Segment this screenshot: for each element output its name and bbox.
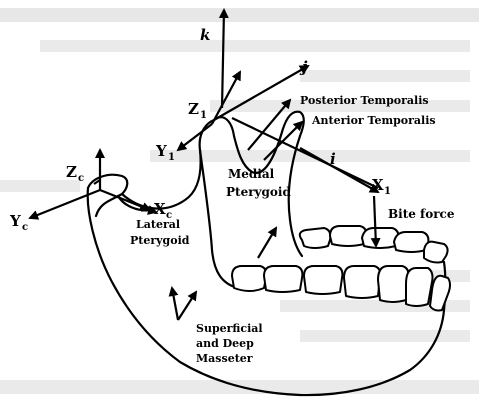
teeth <box>232 226 450 311</box>
label-k: k <box>200 26 210 44</box>
label-masseter-1: Superficial <box>196 322 263 335</box>
medial-pterygoid-arrow <box>258 228 276 258</box>
label-lateral-pterygoid-1: Lateral <box>136 218 180 231</box>
coronoid-process <box>214 112 304 173</box>
label-yc-sub: c <box>22 222 28 233</box>
label-zc: Z <box>66 163 77 181</box>
label-masseter-3: Masseter <box>196 352 253 365</box>
label-x1: X <box>372 176 384 194</box>
masseter-arrow-2 <box>178 292 196 320</box>
label-xc: X <box>154 200 166 218</box>
label-y1-sub: 1 <box>168 152 175 163</box>
z1-axis <box>212 72 240 124</box>
label-i: i <box>330 150 336 168</box>
label-y1: Y <box>155 142 167 160</box>
label-anterior-temporalis: Anterior Temporalis <box>311 114 436 127</box>
label-zc-sub: c <box>78 173 84 184</box>
label-z1-sub: 1 <box>200 110 207 121</box>
label-medial-pterygoid-2: Pterygoid <box>226 185 291 199</box>
label-medial-pterygoid-1: Medial <box>228 167 275 181</box>
k-axis <box>222 10 224 108</box>
xc-axis <box>100 190 150 210</box>
y1-axis <box>178 124 212 150</box>
label-yc: Y <box>9 212 21 230</box>
label-lateral-pterygoid-2: Pterygoid <box>130 234 190 247</box>
masseter-arrow-1 <box>172 288 178 320</box>
label-masseter-2: and Deep <box>196 337 254 350</box>
label-x1-sub: 1 <box>384 186 391 197</box>
label-z1: Z <box>188 100 199 118</box>
label-posterior-temporalis: Posterior Temporalis <box>300 94 429 107</box>
condyle <box>88 175 127 216</box>
label-bite-force: Bite force <box>388 207 455 221</box>
